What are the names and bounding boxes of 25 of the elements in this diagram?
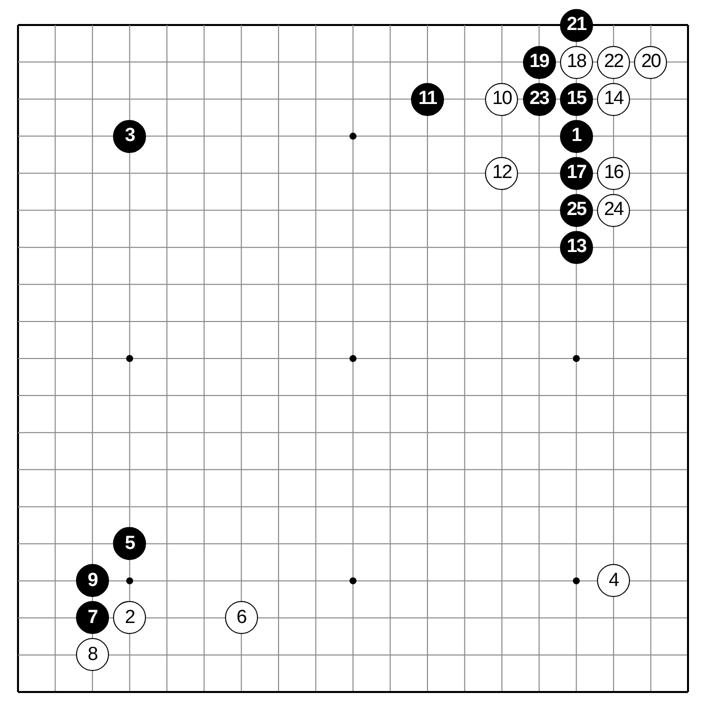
numbered-stone: 7 (76, 601, 109, 634)
numbered-stone: 13 (560, 230, 593, 264)
numbered-stone: 19 (522, 46, 556, 79)
numbered-stone: 22 (597, 46, 630, 79)
numbered-stone: 14 (597, 82, 630, 116)
numbered-stone: 15 (560, 82, 593, 116)
numbered-stone: 12 (485, 156, 518, 190)
numbered-stone: 18 (560, 46, 593, 79)
numbered-stone: 23 (522, 82, 556, 116)
numbered-stone: 6 (224, 601, 258, 634)
numbered-stone: 25 (560, 194, 593, 227)
numbered-stone: 3 (113, 120, 146, 153)
numbered-stone: 4 (597, 564, 630, 598)
numbered-stone: 16 (597, 156, 630, 190)
numbered-stone: 9 (76, 564, 109, 598)
numbered-stone: 5 (113, 527, 146, 560)
numbered-stone: 2 (113, 601, 146, 634)
numbered-stone: 20 (634, 46, 668, 79)
numbered-stone: 24 (597, 194, 630, 227)
numbered-stone: 10 (485, 82, 518, 116)
numbered-stone: 1 (560, 120, 593, 153)
numbered-stone: 17 (560, 156, 593, 190)
numbered-stone: 8 (76, 638, 109, 672)
numbered-stone: 11 (410, 82, 444, 116)
numbered-stone: 21 (560, 8, 593, 42)
